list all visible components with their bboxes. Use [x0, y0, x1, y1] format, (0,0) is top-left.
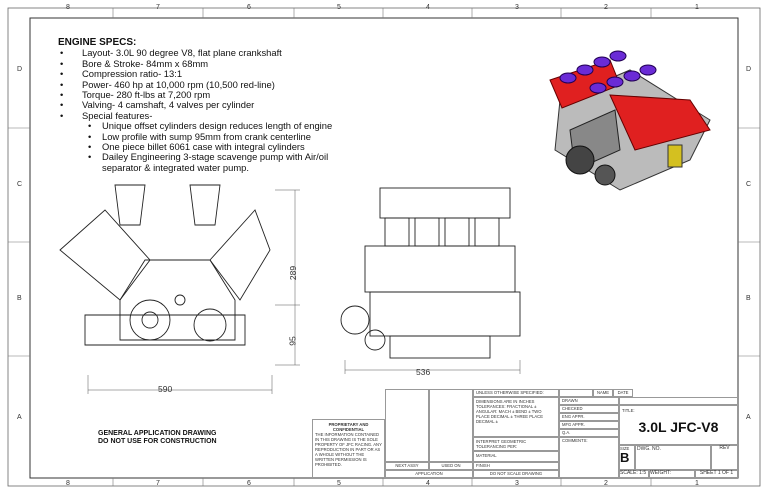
unless-specified: UNLESS OTHERWISE SPECIFIED:: [473, 389, 559, 397]
feature-item: Low profile with sump 95mm from crank ce…: [82, 131, 352, 143]
zone-col: 6: [247, 480, 251, 487]
spec-item: Torque- 280 ft-lbs at 7,200 rpm: [58, 89, 352, 101]
spec-item-label: Special features-: [82, 109, 153, 121]
spec-item: Special features- Unique offset cylinder…: [58, 109, 352, 173]
role-mfg-appr: MFG APPR.: [559, 421, 619, 429]
engine-front-view: [59, 184, 300, 394]
general-note: GENERAL APPLICATION DRAWING DO NOT USE F…: [98, 430, 217, 446]
proprietary-heading: PROPRIETARY AND CONFIDENTIAL: [328, 422, 369, 432]
grid-cell: [619, 397, 738, 405]
dimension-length: 536: [416, 367, 431, 377]
dwg-no: DWG. NO.: [635, 445, 711, 470]
zone-row: A: [17, 414, 22, 421]
name-header: NAME: [593, 389, 613, 397]
zone-row: D: [17, 66, 23, 73]
spec-item: Power- 460 hp at 10,000 rpm (10,500 red-…: [58, 79, 352, 91]
rev: REV: [711, 445, 738, 470]
scale: SCALE: 1:5: [619, 470, 649, 478]
tolerances: DIMENSIONS ARE IN INCHES TOLERANCES: FRA…: [473, 397, 559, 437]
role-eng-appr: ENG APPR.: [559, 413, 619, 421]
zone-col: 7: [156, 4, 160, 11]
zone-col: 1: [695, 4, 699, 11]
spec-item: Layout- 3.0L 90 degree V8, flat plane cr…: [58, 47, 352, 59]
zone-col: 8: [66, 4, 70, 11]
title-label: TITLE:: [622, 408, 635, 413]
specs-heading: ENGINE SPECS:: [58, 37, 137, 48]
spec-item: Valving- 4 camshaft, 4 valves per cylind…: [58, 100, 352, 112]
weight: WEIGHT:: [649, 470, 695, 478]
grid-cell: [559, 389, 593, 397]
engine-specs: ENGINE SPECS: Layout- 3.0L 90 degree V8,…: [58, 37, 352, 173]
do-not-scale: DO NOT SCALE DRAWING: [473, 470, 559, 478]
note-line: GENERAL APPLICATION DRAWING: [98, 430, 217, 437]
note-line: DO NOT USE FOR CONSTRUCTION: [98, 438, 217, 445]
zone-col: 1: [695, 480, 699, 487]
interpret: INTERPRET GEOMETRIC TOLERANCING PER:: [473, 437, 559, 451]
size-label: SIZE: [620, 446, 630, 451]
dimension-sump: 95: [287, 336, 298, 346]
title-block: PROPRIETARY AND CONFIDENTIAL THE INFORMA…: [312, 389, 738, 478]
role-drawn: DRAWN: [559, 397, 619, 405]
zone-row: C: [17, 181, 23, 188]
role-qa: Q.A.: [559, 429, 619, 437]
zone-col: 5: [337, 480, 341, 487]
application: APPLICATION: [385, 470, 473, 478]
used-on: USED ON: [429, 462, 473, 470]
proprietary-text: THE INFORMATION CONTAINED IN THIS DRAWIN…: [315, 432, 382, 467]
zone-col: 5: [337, 4, 341, 11]
zone-row: D: [746, 66, 752, 73]
zone-row: A: [746, 414, 751, 421]
dimension-width: 590: [158, 384, 173, 394]
drawing-title: 3.0L JFC-V8: [638, 419, 719, 435]
zone-col: 4: [426, 4, 430, 11]
zone-row: B: [17, 295, 22, 302]
zone-col: 8: [66, 480, 70, 487]
zone-row: C: [746, 181, 752, 188]
material: MATERIAL: [473, 451, 559, 462]
grid-cell: [385, 389, 429, 462]
feature-item: Unique offset cylinders design reduces l…: [82, 120, 352, 132]
role-checked: CHECKED: [559, 405, 619, 413]
title-cell: TITLE: 3.0L JFC-V8: [619, 405, 738, 445]
zone-col: 3: [515, 480, 519, 487]
zone-col: 3: [515, 4, 519, 11]
finish: FINISH: [473, 462, 559, 470]
zone-row: B: [746, 295, 751, 302]
zone-col: 6: [247, 4, 251, 11]
grid-cell: [429, 389, 473, 462]
size-value: B: [620, 450, 630, 465]
zone-col: 7: [156, 480, 160, 487]
comments: COMMENTS:: [559, 437, 619, 478]
engine-side-view: [340, 187, 521, 374]
date-header: DATE: [613, 389, 633, 397]
size-cell: SIZE B: [619, 445, 635, 470]
engine-isometric-render: [549, 50, 711, 191]
sheet: SHEET 1 OF 1: [695, 470, 738, 478]
spec-item: Bore & Stroke- 84mm x 68mm: [58, 58, 352, 70]
dimension-height: 289: [288, 265, 299, 281]
next-assy: NEXT ASSY: [385, 462, 429, 470]
feature-item: One piece billet 6061 case with integral…: [82, 141, 352, 153]
feature-item: Dailey Engineering 3-stage scavenge pump…: [82, 152, 352, 173]
proprietary-box: PROPRIETARY AND CONFIDENTIAL THE INFORMA…: [312, 419, 385, 478]
zone-col: 2: [604, 480, 608, 487]
zone-col: 4: [426, 480, 430, 487]
spec-item: Compression ratio- 13:1: [58, 68, 352, 80]
zone-col: 2: [604, 4, 608, 11]
